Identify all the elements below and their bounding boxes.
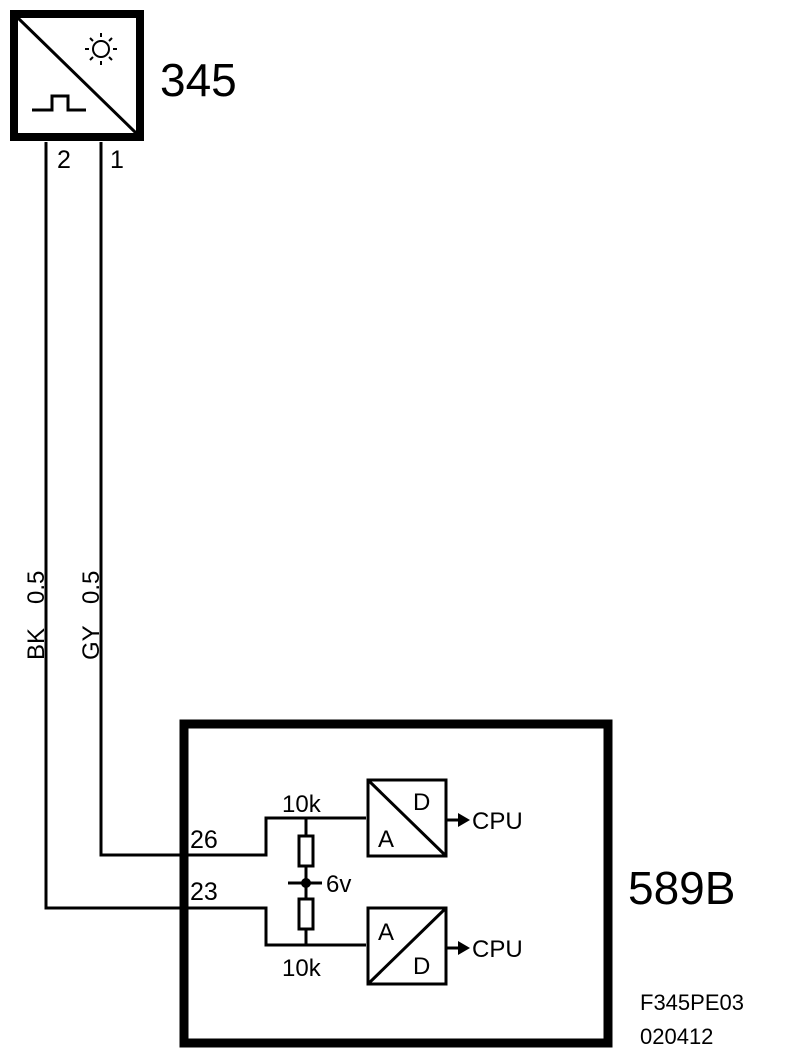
bias-voltage: 6v [326,871,351,898]
bias-node [301,878,311,888]
sensor-id: 345 [160,54,237,106]
adc-upper-target: CPU [472,808,523,835]
module-589b: 589B 26 23 6v 10k 10k A D CPU A D [179,719,735,1048]
adc-lower-arrow-icon [458,941,470,955]
adc-lower-diagonal [366,906,448,986]
adc-upper-in: A [378,826,394,853]
resistor-upper-value: 10k [282,791,322,818]
module-pin-26: 26 [190,826,218,854]
svg-text:0.5: 0.5 [78,571,105,604]
adc-lower-out: D [413,953,430,980]
sensor-diagonal [16,16,138,135]
adc-upper-arrow-icon [458,813,470,827]
diagram-code: F345PE03 [640,990,744,1015]
wire-bk [44,142,366,947]
adc-upper: A D CPU [366,778,523,858]
wire-bk-label: BK 0.5 [23,571,50,660]
resistor-lower [297,897,315,931]
adc-upper-out: D [413,789,430,816]
sensor-pin-2: 2 [57,146,71,174]
diagram-date: 020412 [640,1024,713,1049]
resistor-lower-value: 10k [282,955,322,982]
sensor-345: 345 2 1 [10,10,237,174]
module-id: 589B [628,862,735,914]
wire-gy-label: GY 0.5 [78,571,105,660]
wire-gy [99,142,366,857]
resistor-upper [297,834,315,868]
adc-lower-target: CPU [472,936,523,963]
adc-upper-diagonal [366,778,448,858]
adc-lower-in: A [378,919,394,946]
svg-text:GY: GY [78,625,105,660]
svg-text:BK: BK [23,628,50,660]
module-pin-23: 23 [190,878,218,906]
svg-text:0.5: 0.5 [23,571,50,604]
module-box [179,719,613,1048]
pulse-signal-icon [32,94,86,112]
adc-lower: A D CPU [366,906,523,986]
light-sun-icon [85,33,117,65]
sensor-pin-1: 1 [110,146,124,174]
